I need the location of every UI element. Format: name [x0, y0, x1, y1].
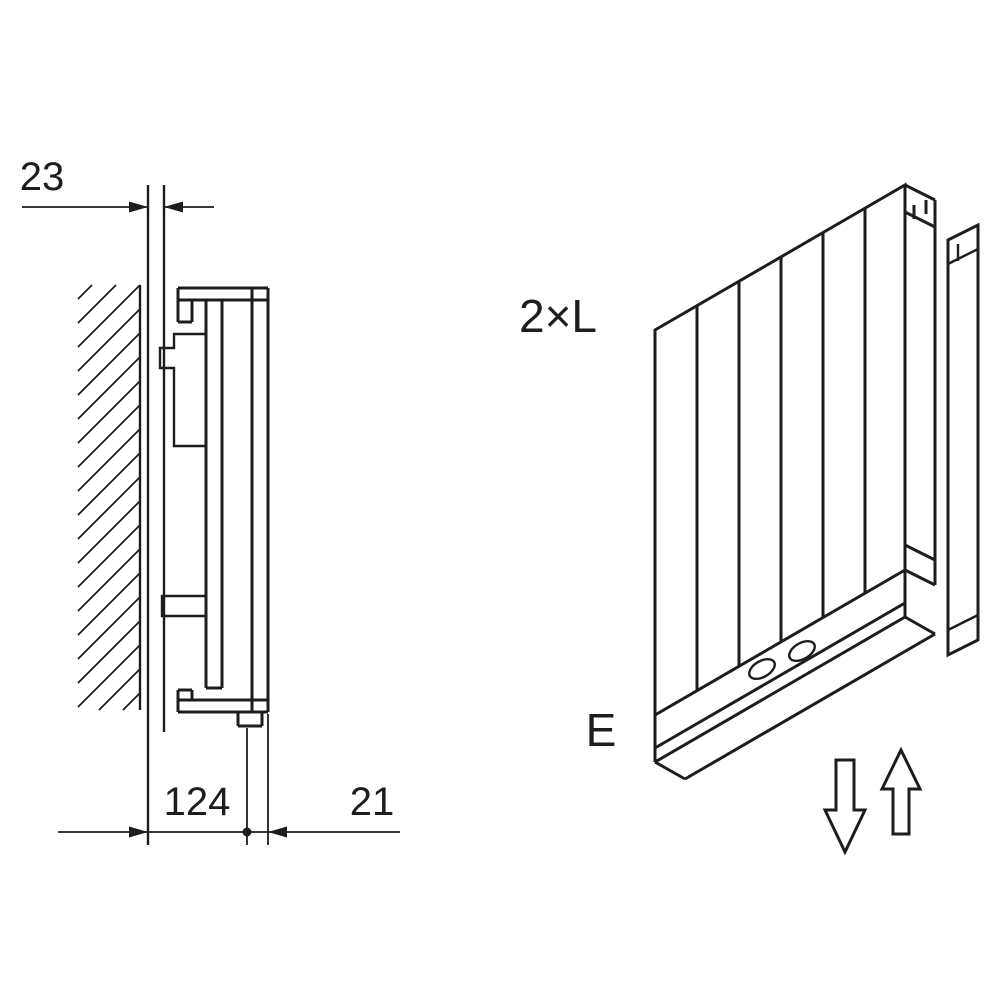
dim-arrow-left-icon	[268, 826, 287, 838]
rail-body	[946, 222, 980, 658]
front-slat-lines	[695, 208, 867, 691]
dim-label-23: 23	[20, 155, 65, 199]
wall-hatch-lines	[77, 284, 141, 711]
dim-arrow-right-icon	[129, 826, 148, 838]
rail-lines	[146, 185, 166, 845]
dim-point-dot	[242, 827, 252, 837]
connection-hole-left	[748, 657, 776, 681]
dim-label-21: 21	[350, 780, 395, 824]
up-arrow-icon	[879, 746, 923, 836]
wall-section	[77, 284, 142, 711]
dim-arrow-left-icon	[164, 201, 183, 213]
extension-lines	[246, 714, 269, 845]
radiator-side-view	[158, 286, 270, 728]
mounting-bracket-lower	[160, 594, 206, 618]
down-arrow-icon	[822, 758, 868, 856]
label-rail-length: 2×L	[519, 290, 597, 342]
wall-rail-3d	[946, 222, 980, 658]
radiator-perspective-view	[653, 182, 980, 781]
base-band	[653, 570, 936, 781]
rail-details	[947, 244, 979, 632]
dim-arrow-right-icon	[129, 201, 148, 213]
connection-hole-right	[788, 639, 816, 663]
dim-label-124: 124	[164, 780, 231, 824]
side-face	[904, 183, 937, 587]
dimension-depth: 124 21	[58, 714, 400, 845]
label-connection: E	[586, 704, 617, 756]
direction-arrows	[822, 746, 923, 856]
mounting-bracket-upper	[158, 332, 206, 448]
radiator-profile	[176, 286, 270, 728]
dimension-wall-clearance: 23	[20, 155, 214, 213]
mounting-rail-section	[146, 185, 166, 845]
